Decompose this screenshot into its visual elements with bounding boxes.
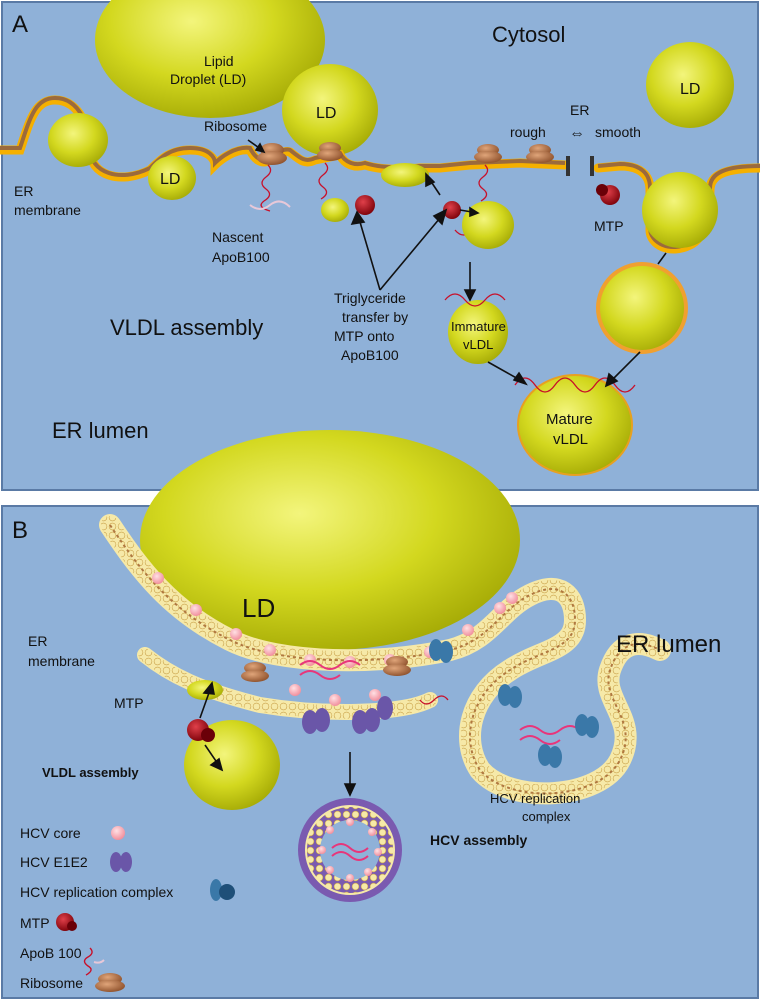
er-membrane-label: membrane xyxy=(28,653,95,669)
er-membrane xyxy=(99,514,671,805)
legend: HCV core HCV E1E2 HCV replication comple… xyxy=(20,825,235,992)
immature-vldl-label: vLDL xyxy=(463,337,493,352)
lipid-droplet-large xyxy=(140,430,520,650)
mature-vldl-label: vLDL xyxy=(553,431,588,448)
lipid-droplet xyxy=(148,156,196,200)
hcv-replication-label: complex xyxy=(522,809,571,824)
vldl-assembly-label: VLDL assembly xyxy=(110,315,263,340)
nascent-apob-label: Nascent xyxy=(212,229,263,245)
lipid-droplet xyxy=(642,172,718,248)
rough-smooth-arrow: ⇔ xyxy=(569,125,585,142)
hcv-rna xyxy=(299,660,581,745)
transport-vesicle xyxy=(596,262,688,354)
mtp-icon xyxy=(355,184,620,219)
apob-icon xyxy=(83,947,93,976)
ribosome-icon xyxy=(526,144,554,163)
ribosome-icon xyxy=(257,143,287,165)
replication-complex-icon xyxy=(429,639,599,768)
lipid-droplet xyxy=(282,64,378,156)
lipid-droplet xyxy=(646,42,734,128)
legend-label: HCV E1E2 xyxy=(20,854,88,870)
e1e2-icon xyxy=(110,852,132,872)
panel-a-letter: A xyxy=(12,11,28,38)
er-lumen-label: ER lumen xyxy=(52,418,149,443)
ribosome-label: Ribosome xyxy=(204,118,267,134)
ribosome-icon xyxy=(317,142,343,161)
mtp-icon xyxy=(56,913,77,931)
panel-a: A Cytosol Lipid Droplet (LD) LD LD LD Ri… xyxy=(0,0,760,491)
immature-vldl-label: Immature xyxy=(451,319,506,334)
triglyceride-transfer-label: Triglyceride xyxy=(334,290,406,306)
immature-vldl xyxy=(448,300,508,364)
mtp-label: MTP xyxy=(114,695,144,711)
lipid-droplet-large xyxy=(95,0,325,118)
mature-vldl xyxy=(517,374,633,476)
er-lumen-label: ER lumen xyxy=(616,631,721,658)
panel-b: B LD ER lumen ER membrane MTP VLDL assem… xyxy=(1,430,759,999)
triglyceride-transfer-label: MTP onto xyxy=(334,328,395,344)
triglyceride-transfer-label: transfer by xyxy=(342,309,408,325)
lipid-droplet-label: Droplet (LD) xyxy=(170,71,246,87)
ld-label: LD xyxy=(160,171,180,188)
mtp-icon xyxy=(187,719,215,742)
legend-label: MTP xyxy=(20,915,50,931)
legend-label: HCV core xyxy=(20,825,81,841)
hcv-particle xyxy=(298,798,402,902)
e1e2-icon xyxy=(302,696,393,734)
ribosome-icon xyxy=(383,656,411,676)
lipid-droplet xyxy=(48,113,108,167)
panel-b-letter: B xyxy=(12,517,28,544)
lipid-droplet xyxy=(321,198,349,222)
rough-label: rough xyxy=(510,124,546,140)
ld-label: LD xyxy=(316,105,336,122)
legend-label: Ribosome xyxy=(20,975,83,991)
er-membrane-label: ER xyxy=(28,633,47,649)
nascent-apob-label: ApoB100 xyxy=(212,249,270,265)
smooth-label: smooth xyxy=(595,124,641,140)
ld-label: LD xyxy=(680,81,700,98)
legend-label: HCV replication complex xyxy=(20,884,173,900)
lipid-droplet xyxy=(187,680,223,700)
hcv-assembly-label: HCV assembly xyxy=(430,832,527,848)
mtp-label: MTP xyxy=(594,218,624,234)
cytosol-label: Cytosol xyxy=(492,22,565,47)
core-icon xyxy=(152,572,518,706)
flow-arrows xyxy=(247,139,667,388)
er-label: ER xyxy=(570,102,589,118)
lipid-droplet xyxy=(381,163,429,187)
triglyceride-transfer-label: ApoB100 xyxy=(341,347,399,363)
er-membrane-label: membrane xyxy=(14,202,81,218)
ribosome-icon xyxy=(241,662,269,682)
er-membrane-label: ER xyxy=(14,183,33,199)
replication-complex-icon xyxy=(210,879,235,901)
vldl-assembly-label: VLDL assembly xyxy=(42,765,139,780)
lipid-droplet-label: Lipid xyxy=(204,53,234,69)
ld-label: LD xyxy=(242,593,275,623)
mature-vldl-label: Mature xyxy=(546,411,593,428)
ribosome-icon xyxy=(474,144,502,163)
core-icon xyxy=(111,826,125,840)
lipid-droplet xyxy=(184,720,280,810)
flow-arrows xyxy=(199,681,357,797)
legend-label: ApoB 100 xyxy=(20,945,82,961)
hcv-replication-label: HCV replication xyxy=(490,791,580,806)
ribosome-icon xyxy=(95,973,125,992)
